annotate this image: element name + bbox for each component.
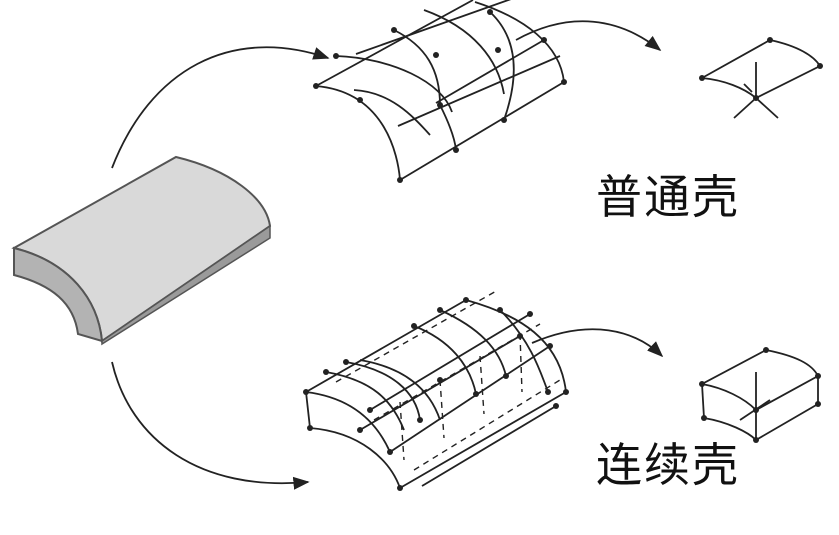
- arrow-solid-to-continuum-shell: [111, 361, 310, 490]
- continuum-shell-nodes: [303, 297, 569, 491]
- solid-part-side-face: [101, 224, 271, 346]
- continuum-shell-element: [699, 349, 820, 441]
- arrow-solid-to-shell: [111, 46, 330, 169]
- regular-shell-element: [699, 39, 822, 119]
- continuum-shell-mesh: [305, 299, 567, 489]
- regular-shell-label: 普通壳: [596, 170, 740, 224]
- continuum-shell-dashed-lines: [335, 289, 561, 471]
- continuum-shell-label: 连续壳: [596, 438, 740, 492]
- arrow-continuum-to-element: [531, 328, 664, 358]
- regular-shell-mesh: [315, 0, 565, 181]
- solid-part: [11, 155, 272, 346]
- regular-shell-nodes: [313, 9, 567, 183]
